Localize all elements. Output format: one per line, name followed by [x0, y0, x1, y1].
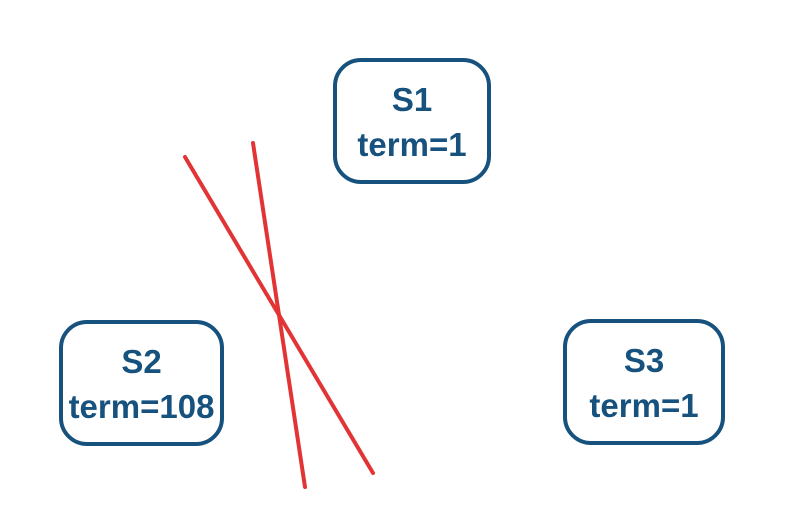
node-s2: S2 term=108 [59, 320, 224, 446]
node-s1-label: S1 [391, 81, 433, 119]
node-s3-label: S3 [623, 342, 665, 380]
node-s2-term: term=108 [68, 388, 215, 425]
node-s2-label: S2 [121, 343, 162, 381]
node-s1: S1 term=1 [333, 58, 491, 184]
node-s1-term: term=1 [357, 126, 467, 163]
node-s3: S3 term=1 [563, 319, 725, 445]
node-s3-term: term=1 [589, 387, 699, 424]
